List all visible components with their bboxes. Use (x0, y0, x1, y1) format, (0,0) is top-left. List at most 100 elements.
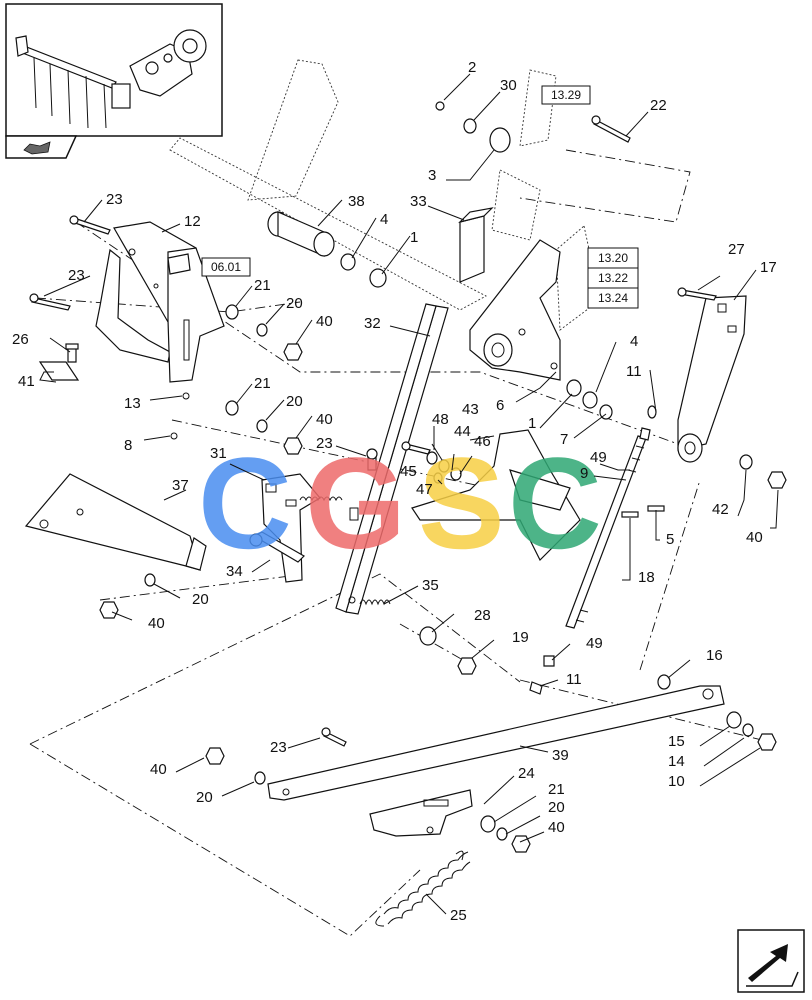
part-32-bar[interactable] (335, 303, 449, 615)
callout-34: 34 (226, 563, 243, 580)
callout-21b: 21 (254, 375, 271, 392)
part-6-arm[interactable] (469, 239, 561, 381)
watermark-logo: C G S C (198, 430, 602, 576)
leader-lines (39, 73, 779, 915)
callout-25: 25 (450, 907, 467, 924)
callout-1b: 1 (528, 415, 536, 432)
part-12-bracket[interactable] (95, 221, 225, 383)
callout-40d: 40 (150, 761, 167, 778)
part-37-plate[interactable] (24, 473, 207, 571)
callout-33: 33 (410, 193, 427, 210)
part-31-spring (299, 496, 343, 502)
svg-text:13.20: 13.20 (598, 251, 628, 265)
callout-30: 30 (500, 77, 517, 94)
reference-box-13-29[interactable]: 13.29 (541, 85, 591, 105)
callout-45: 45 (400, 463, 417, 480)
callout-15: 15 (668, 733, 685, 750)
callout-37: 37 (172, 477, 189, 494)
svg-text:06.01: 06.01 (211, 260, 241, 274)
callout-41: 41 (18, 373, 35, 390)
callout-19: 19 (512, 629, 529, 646)
callout-48: 48 (432, 411, 449, 428)
callout-14: 14 (668, 753, 685, 770)
callout-6: 6 (496, 397, 504, 414)
part-34-bolt[interactable] (249, 531, 305, 563)
reference-box-13-20[interactable]: 13.20 (587, 247, 639, 269)
callout-24: 24 (518, 765, 535, 782)
reference-box-13-24[interactable]: 13.24 (587, 287, 639, 309)
callout-23b: 23 (68, 267, 85, 284)
callout-20b: 20 (286, 393, 303, 410)
callout-1: 1 (410, 229, 418, 246)
part-31-bracket[interactable] (261, 473, 321, 583)
callout-32: 32 (364, 315, 381, 332)
svg-text:13.24: 13.24 (598, 291, 628, 305)
part-17-link[interactable] (677, 295, 747, 463)
callout-44: 44 (454, 423, 471, 440)
callout-49b: 49 (586, 635, 603, 652)
callout-22: 22 (650, 97, 667, 114)
callout-40c: 40 (148, 615, 165, 632)
part-26-bolt[interactable] (65, 343, 79, 363)
callout-20c: 20 (192, 591, 209, 608)
svg-text:13.22: 13.22 (598, 271, 628, 285)
callout-28: 28 (474, 607, 491, 624)
watermark-letter-3: S (418, 430, 505, 576)
callout-20d: 20 (196, 789, 213, 806)
callout-42: 42 (712, 501, 729, 518)
part-43-plate[interactable] (411, 429, 581, 562)
callout-10: 10 (668, 773, 685, 790)
gearbox-icon (129, 29, 207, 97)
callout-11: 11 (626, 363, 642, 380)
callout-4b: 4 (630, 333, 638, 350)
washers-and-nuts[interactable] (99, 101, 787, 853)
callout-3: 3 (428, 167, 436, 184)
part-3-roller[interactable] (489, 127, 511, 153)
callout-23a: 23 (106, 191, 123, 208)
part-22-pin[interactable] (591, 115, 631, 143)
part-33-block[interactable] (458, 207, 494, 283)
callout-11b: 11 (566, 671, 582, 688)
callout-labels: 1 1 2 3 4 4 5 6 7 8 9 10 11 11 12 13 14 … (12, 59, 777, 924)
svg-text:13.29: 13.29 (551, 88, 581, 102)
part-16-bolt[interactable] (657, 674, 671, 690)
part-38-sleeve[interactable] (267, 211, 335, 257)
callout-40f: 40 (746, 529, 763, 546)
callout-9: 9 (580, 465, 588, 482)
callout-7: 7 (560, 431, 568, 448)
callout-47: 47 (416, 481, 433, 498)
callout-43: 43 (462, 401, 479, 418)
forward-navigation-icon[interactable] (737, 929, 805, 993)
callout-31: 31 (210, 445, 227, 462)
callout-12: 12 (184, 213, 201, 230)
callout-38: 38 (348, 193, 365, 210)
part-25-spring[interactable] (375, 850, 471, 927)
part-24-plate[interactable] (369, 789, 473, 837)
part-27-bolt[interactable] (677, 287, 717, 301)
callout-21a: 21 (254, 277, 271, 294)
part-23-bolts[interactable] (29, 215, 378, 747)
callout-40e: 40 (548, 819, 565, 836)
callout-20a: 20 (286, 295, 303, 312)
callout-8: 8 (124, 437, 132, 454)
callout-46: 46 (474, 433, 491, 450)
part-35-spring[interactable] (359, 599, 391, 606)
callout-35: 35 (422, 577, 439, 594)
callout-23c: 23 (316, 435, 333, 452)
callout-26: 26 (12, 331, 29, 348)
watermark-letter-4: C (508, 430, 602, 576)
phantom-frame (169, 59, 601, 331)
callout-23d: 23 (270, 739, 287, 756)
callout-49a: 49 (590, 449, 607, 466)
back-navigation-icon[interactable] (5, 135, 78, 159)
reference-box-13-22[interactable]: 13.22 (587, 267, 639, 289)
watermark-letter-1: C (198, 430, 292, 576)
callout-2: 2 (468, 59, 476, 76)
part-41-plate[interactable] (38, 361, 80, 381)
reference-box-06-01[interactable]: 06.01 (201, 257, 251, 277)
callout-40a: 40 (316, 313, 333, 330)
callout-16: 16 (706, 647, 723, 664)
thumbnail-inset[interactable] (5, 3, 223, 137)
part-39-bar[interactable] (267, 685, 725, 801)
